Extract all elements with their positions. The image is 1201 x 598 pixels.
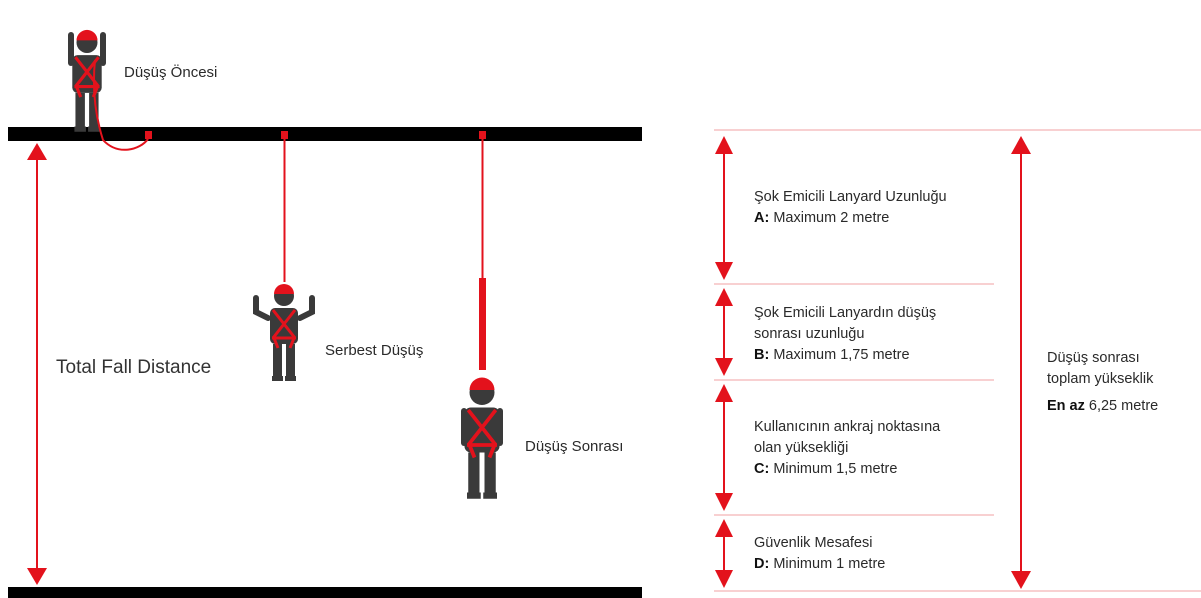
segment-d-text: Güvenlik Mesafesi D: Minimum 1 metre — [754, 535, 886, 572]
total-height-text: Düşüş sonrası toplam yükseklik En az 6,2… — [1047, 350, 1159, 414]
segment-d-arrow — [715, 519, 733, 588]
segment-b-arrow — [715, 288, 733, 376]
segment-b-text: Şok Emicili Lanyardın düşüş sonrası uzun… — [754, 305, 937, 363]
ground-beam — [8, 587, 642, 598]
label-after-fall: Düşüş Sonrası — [525, 438, 624, 455]
label-free-fall: Serbest Düşüş — [325, 342, 424, 359]
worker-falling-harness-icon — [253, 139, 315, 383]
total-height-arrow — [1011, 136, 1031, 589]
segment-a-arrow — [715, 136, 733, 280]
segment-c-arrow — [715, 384, 733, 511]
segment-dividers — [714, 129, 1201, 592]
worker-suspended-harness-icon — [461, 139, 503, 501]
anchor-point-2 — [281, 131, 288, 139]
anchor-point-1 — [145, 131, 152, 139]
segment-a-text: Şok Emicili Lanyard Uzunluğu A: Maximum … — [754, 189, 947, 226]
worker-standing-harness-icon — [68, 28, 149, 151]
label-total-fall-distance: Total Fall Distance — [56, 357, 212, 378]
label-before-fall: Düşüş Öncesi — [124, 64, 218, 81]
segment-c-text: Kullanıcının ankraj noktasına olan yükse… — [754, 419, 941, 477]
total-fall-arrow — [27, 143, 47, 585]
anchor-point-3 — [479, 131, 486, 139]
